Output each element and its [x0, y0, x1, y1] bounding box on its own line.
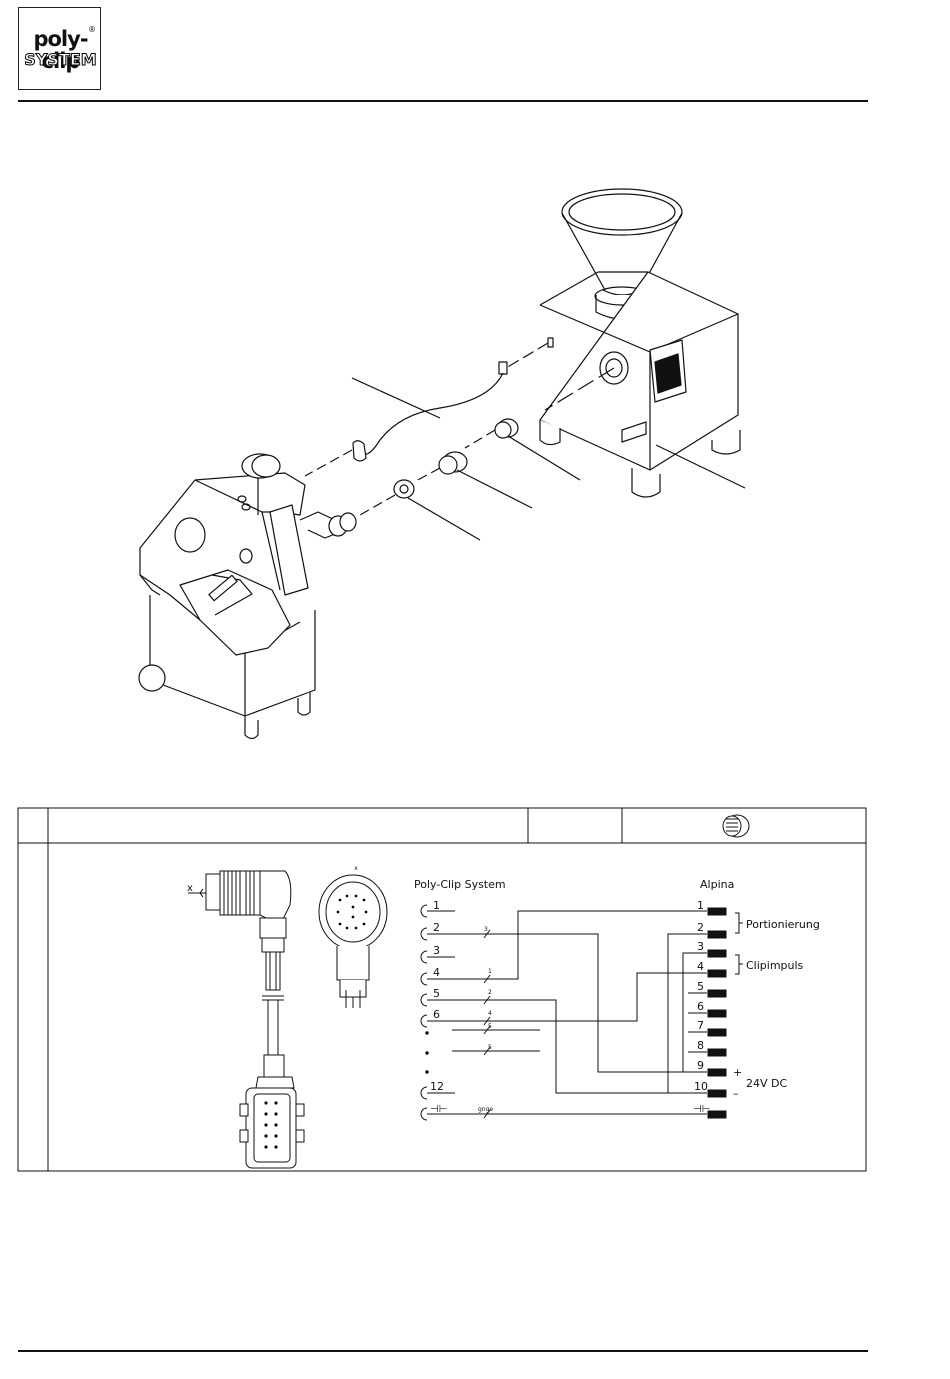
right-title: Alpina: [700, 878, 734, 891]
right-pin-4: 4: [697, 960, 704, 973]
left-title: Poly-Clip System: [414, 878, 506, 891]
right-pin-2: 2: [697, 921, 704, 934]
cable-assembly: [188, 871, 304, 1168]
right-pin-1: 1: [697, 899, 704, 912]
label-minus: –: [733, 1087, 739, 1100]
left-pin-2: 2: [433, 921, 440, 934]
wire-mark-4: 1: [488, 968, 492, 975]
right-pin-7: 7: [697, 1019, 704, 1032]
right-pin-9: 9: [697, 1059, 704, 1072]
wire-mark-spare-b: 5: [488, 1044, 492, 1051]
label-portionierung: Portionierung: [746, 918, 820, 931]
wire-mark-spare-a: 5: [488, 1023, 492, 1030]
header-connector-icon: [723, 815, 749, 837]
face-marker-x: x: [354, 865, 358, 872]
label-plus: +: [733, 1066, 742, 1079]
ground-wire-label: gnge: [478, 1106, 493, 1113]
right-pin-5: 5: [697, 980, 704, 993]
right-pin-10: 10: [694, 1080, 708, 1093]
connector-face: [319, 875, 387, 1008]
label-24v-dc: 24V DC: [746, 1077, 787, 1090]
left-pin-12: 12: [430, 1080, 444, 1093]
right-ground-symbol: ⊣⊢: [693, 1104, 710, 1115]
wires: [427, 911, 707, 1118]
right-pin-3: 3: [697, 940, 704, 953]
left-pin-3: 3: [433, 944, 440, 957]
side-marker-x: x: [187, 883, 193, 894]
label-clipimpuls: Clipimpuls: [746, 959, 804, 972]
wiring-table-frame: [18, 808, 866, 1171]
wire-mark-2: 3: [484, 926, 488, 933]
right-pin-8: 8: [697, 1039, 704, 1052]
wire-mark-6: 4: [488, 1010, 492, 1017]
right-pin-6: 6: [697, 1000, 704, 1013]
left-ground-symbol: ⊣⊢: [430, 1104, 447, 1115]
left-pin-4: 4: [433, 966, 440, 979]
left-pin-6: 6: [433, 1008, 440, 1021]
wire-mark-5: 2: [488, 989, 492, 996]
left-pin-5: 5: [433, 987, 440, 1000]
left-pin-1: 1: [433, 899, 440, 912]
